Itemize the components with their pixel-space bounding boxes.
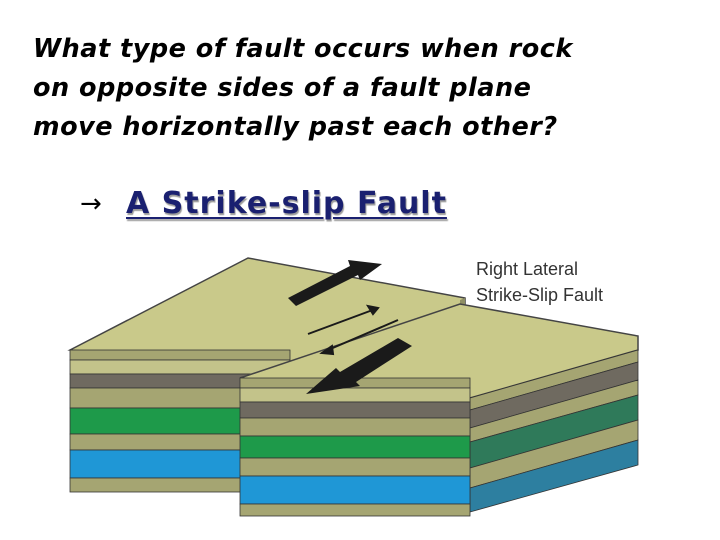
caption-line: Strike-Slip Fault xyxy=(476,285,604,305)
question-line: on opposite sides of a fault plane xyxy=(33,73,532,103)
question-text: What type of fault occurs when rock on o… xyxy=(33,30,713,147)
back-block-motion-arrow-icon xyxy=(288,260,382,306)
caption-line: Right Lateral xyxy=(476,259,579,279)
question-line: What type of fault occurs when rock xyxy=(33,34,573,64)
front-block-side-strata xyxy=(469,349,639,513)
right-arrow-icon: → xyxy=(80,188,102,219)
diagram-caption: Right Lateral Strike-Slip Fault xyxy=(476,256,603,308)
front-block-front-strata xyxy=(239,377,471,517)
answer-text: A Strike-slip Fault xyxy=(126,186,447,221)
fault-plane-arrows xyxy=(307,304,399,356)
answer-row: → A Strike-slip Fault xyxy=(80,186,447,221)
front-block-motion-arrow-icon xyxy=(306,338,412,394)
question-line: move horizontally past each other? xyxy=(33,112,558,142)
strike-slip-fault-diagram xyxy=(67,257,639,517)
